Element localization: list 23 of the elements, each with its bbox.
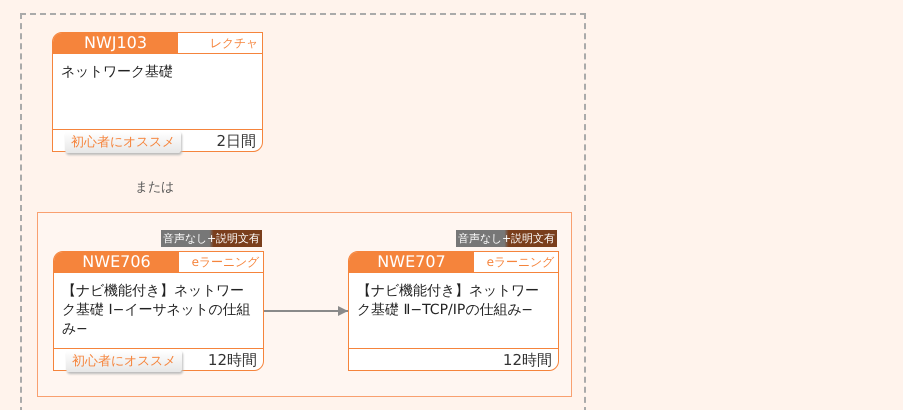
- duration: 12時間: [502, 351, 552, 370]
- course-card: [52, 32, 263, 152]
- course-type: eラーニング: [486, 254, 556, 271]
- course-title: 【ナビ機能付き】ネットワーク基礎 Ⅰ−イーサネットの仕組み−: [62, 282, 252, 339]
- course-card: [53, 251, 264, 371]
- group-panel: [37, 212, 572, 397]
- course-title: 【ナビ機能付き】ネットワーク基礎 Ⅱ−TCP/IPの仕組み−: [357, 282, 540, 320]
- duration: 12時間: [208, 351, 257, 370]
- course-code: NWJ103: [53, 33, 178, 53]
- dashed-frame: [20, 13, 586, 410]
- course-type: レクチャ: [209, 35, 259, 52]
- audio-tag: 音声なし+説明文有: [161, 230, 262, 247]
- audio-tag: 音声なし+説明文有: [456, 230, 558, 247]
- course-type: eラーニング: [190, 254, 260, 271]
- arrow: [264, 306, 348, 316]
- course-title: ネットワーク基礎: [61, 63, 174, 82]
- duration: 2日間: [216, 132, 256, 151]
- course-code: NWE706: [54, 252, 179, 272]
- course-code: NWE707: [349, 252, 474, 272]
- recommend-badge: 初心者にオススメ: [65, 131, 181, 153]
- connector-note: または: [135, 179, 174, 196]
- course-card: [348, 251, 559, 371]
- recommend-badge: 初心者にオススメ: [66, 350, 182, 372]
